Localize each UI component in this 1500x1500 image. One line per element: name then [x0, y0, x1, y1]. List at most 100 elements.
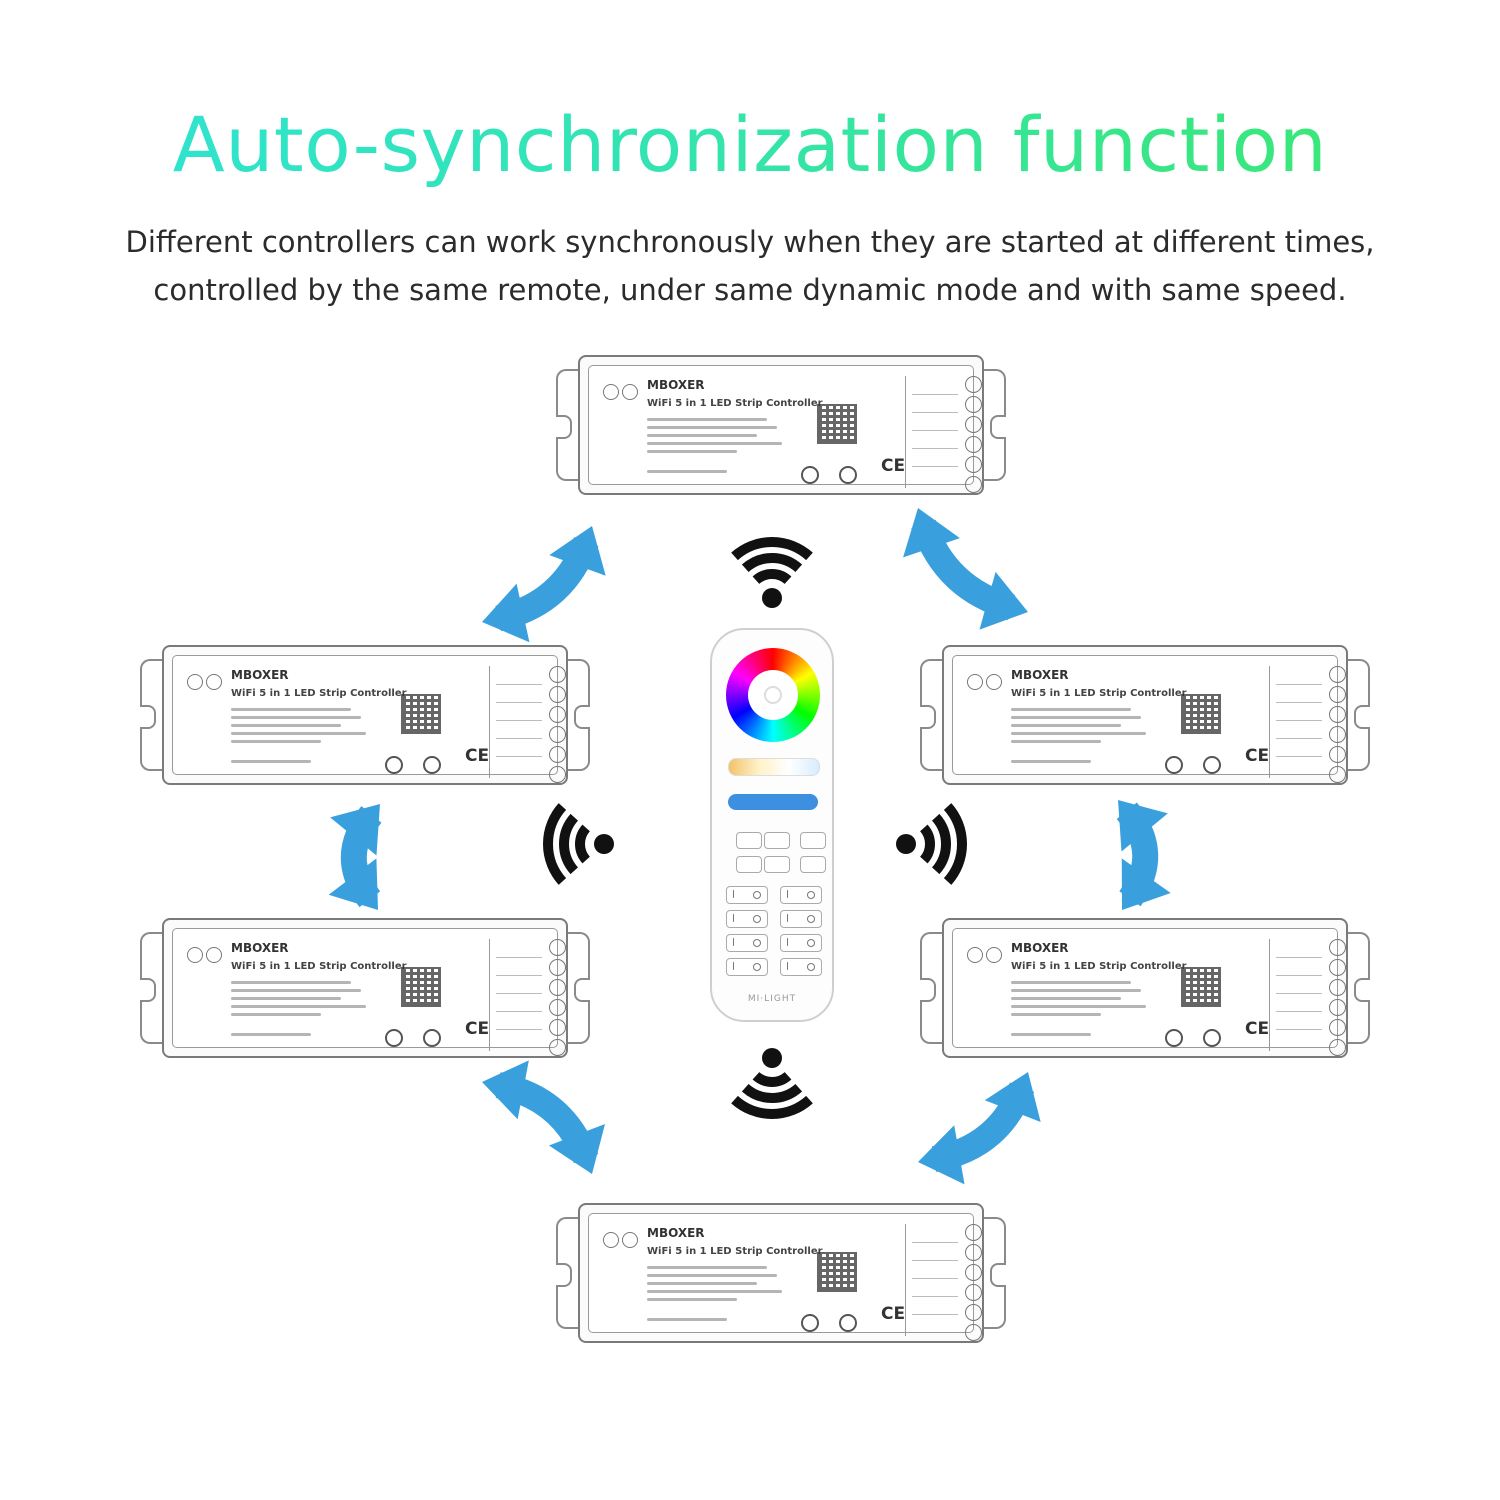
spec-line	[1011, 732, 1146, 735]
controller-label-panel: MBOXER WiFi 5 in 1 LED Strip Controller …	[172, 655, 566, 783]
led-controller-1: MBOXER WiFi 5 in 1 LED Strip Controller …	[556, 355, 1006, 495]
remote-zone-button	[780, 886, 822, 904]
controller-product-name: WiFi 5 in 1 LED Strip Controller	[647, 398, 823, 409]
subtitle-line-2: controlled by the same remote, under sam…	[153, 273, 1347, 307]
controller-brand: MBOXER	[1011, 668, 1069, 682]
led-controller-2: MBOXER WiFi 5 in 1 LED Strip Controller …	[140, 645, 590, 785]
controller-product-name: WiFi 5 in 1 LED Strip Controller	[1011, 961, 1187, 972]
spec-line	[647, 442, 782, 445]
spec-line	[1011, 989, 1141, 992]
remote-zone-button	[726, 958, 768, 976]
controller-brand: MBOXER	[231, 668, 289, 682]
spec-line	[647, 418, 767, 421]
spec-line	[647, 470, 727, 473]
screw-holes	[967, 947, 1005, 967]
terminal-screws	[1329, 666, 1346, 786]
controller-led	[423, 1029, 441, 1047]
led-controller-6: MBOXER WiFi 5 in 1 LED Strip Controller …	[556, 1203, 1006, 1343]
screw-holes	[187, 674, 225, 694]
remote-mode-button	[800, 832, 826, 849]
terminal-screws	[549, 939, 566, 1059]
terminal-screws	[549, 666, 566, 786]
screw-holes	[187, 947, 225, 967]
color-wheel	[726, 648, 820, 742]
terminal-block	[1269, 666, 1334, 778]
signal-waves-icon	[543, 803, 614, 885]
spec-line	[1011, 716, 1141, 719]
controller-brand: MBOXER	[647, 1226, 705, 1240]
remote-zone-button	[726, 934, 768, 952]
remote-mode-button	[736, 832, 762, 849]
controller-product-name: WiFi 5 in 1 LED Strip Controller	[231, 688, 407, 699]
spec-line	[647, 1266, 767, 1269]
controller-brand: MBOXER	[231, 941, 289, 955]
led-controller-4: MBOXER WiFi 5 in 1 LED Strip Controller …	[140, 918, 590, 1058]
remote-zone-button	[780, 958, 822, 976]
controller-label-panel: MBOXER WiFi 5 in 1 LED Strip Controller …	[952, 655, 1346, 783]
controller-button	[385, 756, 403, 774]
page-subtitle: Different controllers can work synchrono…	[100, 218, 1400, 314]
spec-line	[1011, 1013, 1101, 1016]
sync-arrow-icon	[918, 1072, 1041, 1185]
signal-waves-icon	[896, 803, 967, 885]
qr-code-icon	[1181, 967, 1221, 1007]
screw-holes	[603, 384, 641, 404]
terminal-block	[905, 1224, 970, 1336]
spec-line	[1011, 760, 1091, 763]
spec-line	[231, 1013, 321, 1016]
power-dot	[764, 686, 782, 704]
ce-mark: CE	[465, 746, 490, 766]
controller-body: MBOXER WiFi 5 in 1 LED Strip Controller …	[942, 918, 1348, 1058]
spec-line	[231, 1033, 311, 1036]
remote-zone-button	[726, 886, 768, 904]
white-temperature-slider	[728, 758, 820, 776]
spec-line	[647, 1282, 757, 1285]
terminal-block	[489, 666, 554, 778]
spec-line	[231, 740, 321, 743]
spec-line	[647, 426, 777, 429]
controller-body: MBOXER WiFi 5 in 1 LED Strip Controller …	[162, 918, 568, 1058]
page-title: Auto-synchronization function	[0, 100, 1500, 190]
ce-mark: CE	[881, 456, 906, 476]
ce-mark: CE	[465, 1019, 490, 1039]
remote-mode-button	[736, 856, 762, 873]
qr-code-icon	[817, 404, 857, 444]
spec-line	[647, 450, 737, 453]
remote-control: MI·LIGHT	[710, 628, 834, 1022]
brightness-slider	[728, 794, 818, 810]
controller-led	[423, 756, 441, 774]
spec-line	[231, 760, 311, 763]
sync-arrow-icon	[482, 1060, 606, 1174]
controller-body: MBOXER WiFi 5 in 1 LED Strip Controller …	[162, 645, 568, 785]
controller-body: MBOXER WiFi 5 in 1 LED Strip Controller …	[578, 355, 984, 495]
remote-mode-button	[800, 856, 826, 873]
controller-button	[801, 1314, 819, 1332]
controller-button	[801, 466, 819, 484]
terminal-screws	[965, 376, 982, 496]
controller-body: MBOXER WiFi 5 in 1 LED Strip Controller …	[942, 645, 1348, 785]
screw-holes	[603, 1232, 641, 1252]
spec-line	[647, 1298, 737, 1301]
spec-line	[1011, 740, 1101, 743]
spec-line	[1011, 724, 1121, 727]
controller-product-name: WiFi 5 in 1 LED Strip Controller	[231, 961, 407, 972]
remote-mode-button	[764, 832, 790, 849]
ce-mark: CE	[1245, 1019, 1270, 1039]
terminal-block	[1269, 939, 1334, 1051]
terminal-block	[489, 939, 554, 1051]
spec-line	[1011, 997, 1121, 1000]
ce-mark: CE	[881, 1304, 906, 1324]
remote-mode-button	[764, 856, 790, 873]
terminal-screws	[1329, 939, 1346, 1059]
spec-line	[1011, 1033, 1091, 1036]
qr-code-icon	[401, 967, 441, 1007]
controller-button	[1165, 1029, 1183, 1047]
remote-zone-button	[726, 910, 768, 928]
controller-button	[385, 1029, 403, 1047]
controller-led	[839, 466, 857, 484]
controller-body: MBOXER WiFi 5 in 1 LED Strip Controller …	[578, 1203, 984, 1343]
controller-label-panel: MBOXER WiFi 5 in 1 LED Strip Controller …	[588, 1213, 982, 1341]
sync-arrow-icon	[482, 526, 606, 643]
sync-arrow-icon	[1116, 800, 1171, 910]
sync-arrow-icon	[903, 508, 1028, 630]
